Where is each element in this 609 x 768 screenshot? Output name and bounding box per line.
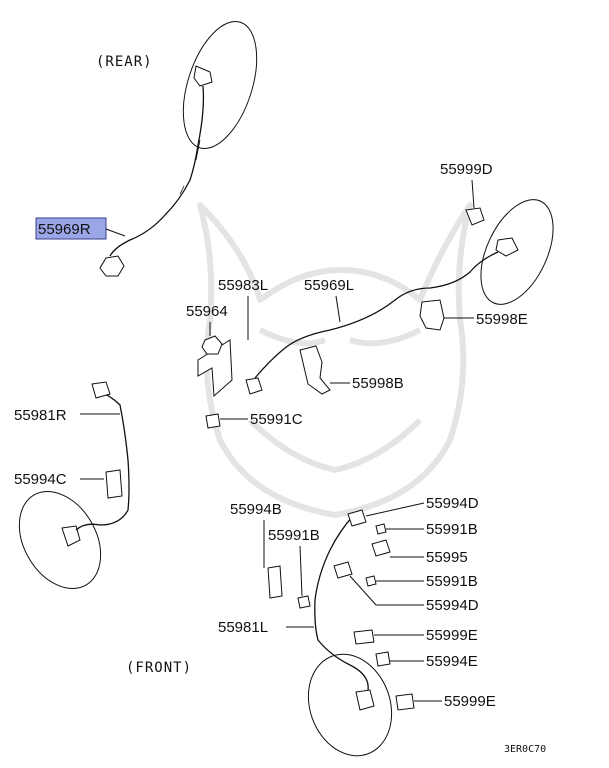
front-left-cable [314,514,369,691]
highlight-55969R [35,217,107,240]
caption-front: (FRONT) [126,660,192,676]
front-right-cable [75,389,130,531]
55994D-clip-a [347,509,367,527]
55999E-bolt-b [395,693,415,711]
label-55994C[interactable]: 55994C [14,471,67,488]
label-55991B-2[interactable]: 55991B [426,521,478,538]
label-55994B[interactable]: 55994B [230,501,282,518]
front-right-sensor [61,525,81,547]
caption-rear: (REAR) [96,54,153,70]
label-55991B-1[interactable]: 55991B [268,527,320,544]
front-left-sensor [355,689,375,711]
label-55991C[interactable]: 55991C [250,411,303,428]
label-55991B-3[interactable]: 55991B [426,573,478,590]
label-55999E-1[interactable]: 55999E [426,627,478,644]
55964-nut [201,335,223,355]
55991B-bolt-b [375,523,387,535]
label-55969L[interactable]: 55969L [304,277,354,294]
rear-right-connector [99,255,125,277]
label-55983L[interactable]: 55983L [218,277,268,294]
rear-left-cable [254,251,499,379]
diagram-code: 3ER0C70 [504,744,546,755]
label-55964[interactable]: 55964 [186,303,228,320]
front-left-brake-disc [307,653,393,757]
55994D-clip-b [333,561,353,579]
rear-right-sensor [193,65,213,87]
label-55995[interactable]: 55995 [426,549,468,566]
label-55994D-1[interactable]: 55994D [426,495,479,512]
55991B-bolt-a [297,595,311,609]
watermark-mask-icon [197,202,473,518]
rear-right-brake-disc [182,20,258,150]
55995-clip [371,539,391,557]
label-55998B[interactable]: 55998B [352,375,404,392]
label-55994D-2[interactable]: 55994D [426,597,479,614]
55983L-bracket [197,339,233,398]
55991C-bolt [205,413,221,429]
55991B-bolt-c [365,575,377,587]
label-55999E-2[interactable]: 55999E [444,693,496,710]
front-right-connector [91,381,111,399]
rear-left-brake-disc [480,199,554,305]
55998B-bracket [299,345,331,395]
55994E-clip [375,651,391,667]
label-55999D[interactable]: 55999D [440,161,493,178]
55994C-bracket [105,469,123,499]
front-right-brake-disc [18,491,102,589]
label-55969R[interactable]: 55969R [38,221,91,238]
label-55994E[interactable]: 55994E [426,653,478,670]
55999D-bolt [465,207,485,226]
rear-right-cable [109,85,205,257]
55998E-bracket [419,299,445,331]
label-55998E[interactable]: 55998E [476,311,528,328]
label-55981L[interactable]: 55981L [218,619,268,636]
55994B-bracket [267,565,283,599]
rear-left-connector [245,377,263,395]
rear-left-sensor [495,237,519,257]
55999E-bolt-a [353,629,375,645]
label-55981R[interactable]: 55981R [14,407,67,424]
